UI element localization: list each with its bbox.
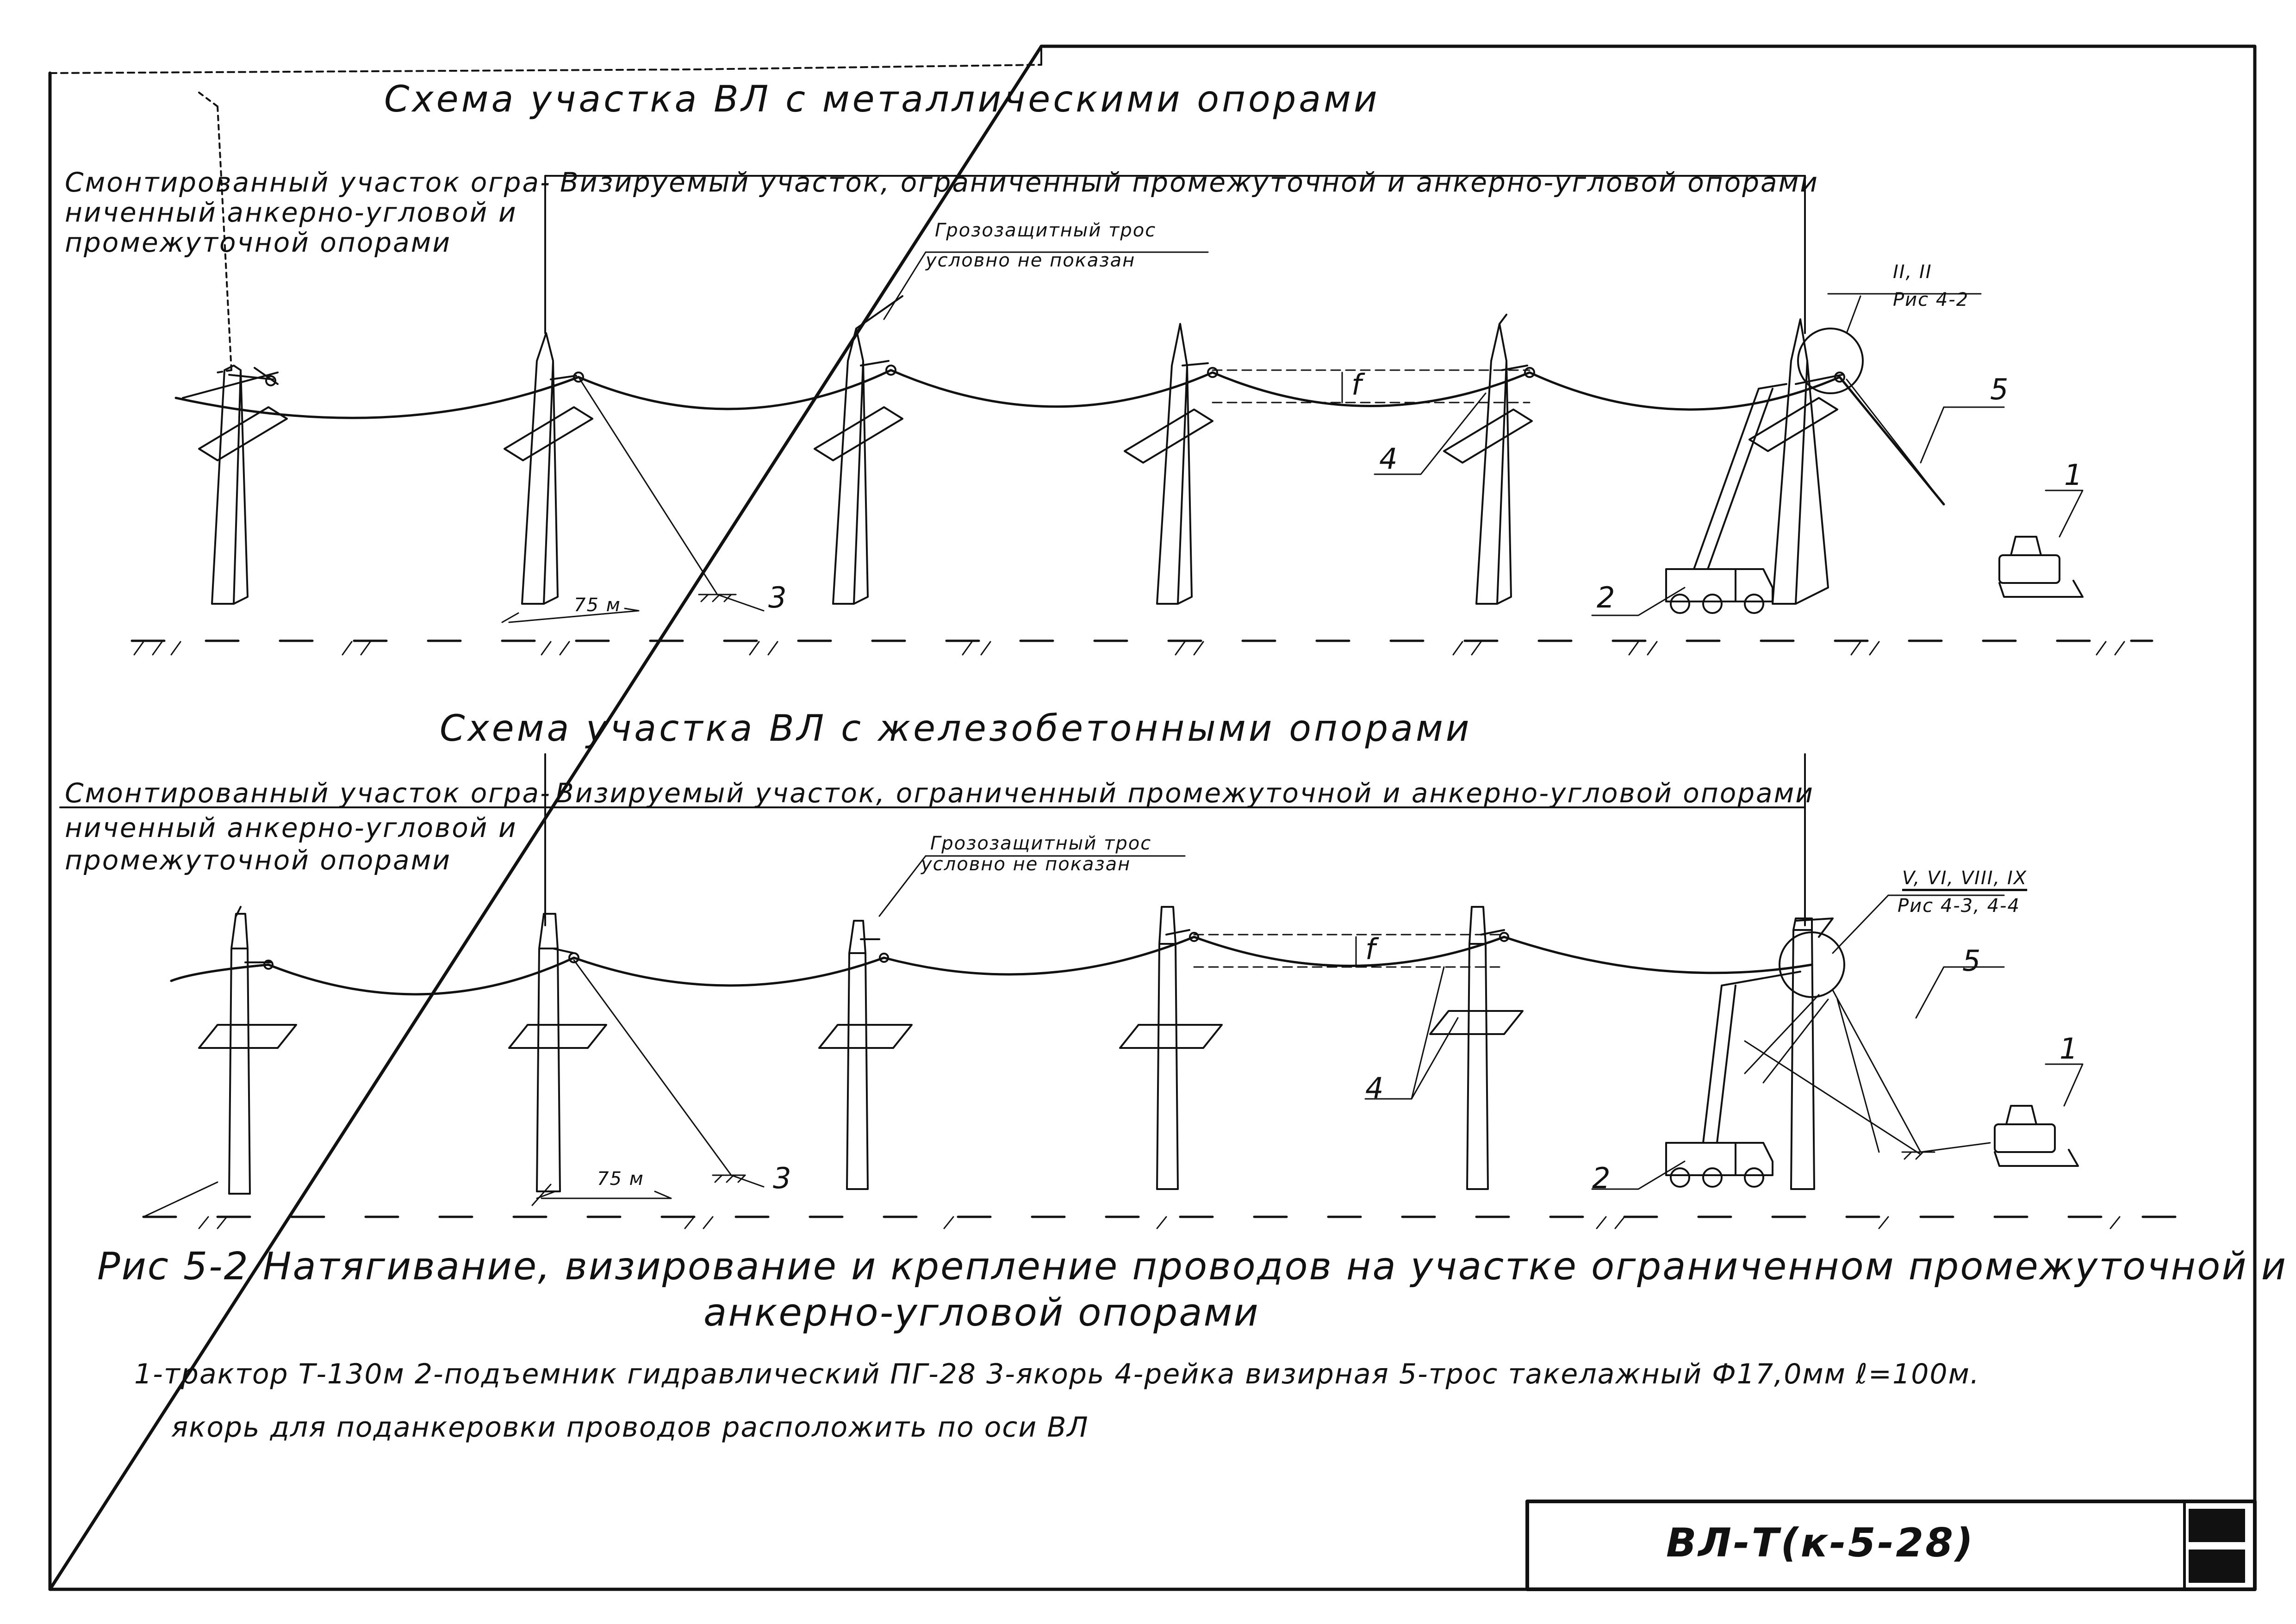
bottom-title: Схема участка ВЛ с железобетонными опора… (440, 708, 1472, 750)
top-left-region-line-2: ниченный анкерно-угловой и (65, 197, 517, 228)
span-dimension (501, 607, 640, 623)
detail-circle (1797, 328, 1864, 394)
anchor-symbol (712, 1174, 746, 1183)
legend-line-1: 1-трактор Т-130м 2-подъемник гидравличес… (134, 1358, 1980, 1390)
drawing-code: ВЛ-Т(к-5-28) (1666, 1520, 1975, 1566)
steel-tower (521, 332, 559, 605)
title-block (1525, 1500, 2257, 1591)
crane-truck (1665, 383, 1787, 614)
span-dimension (536, 1190, 672, 1199)
bottom-left-region-line-2: ниченный анкерно-угловой и (65, 812, 517, 843)
concrete-pole (536, 913, 561, 1192)
top-right-region: Визируемый участок, ограниченный промежу… (560, 167, 1819, 198)
bottom-wire-note-line-1: Грозозащитный трос (930, 833, 1152, 854)
crane-truck (1665, 971, 1801, 1188)
top-sag-label: f (1351, 368, 1362, 402)
bottom-left-region-line-1: Смонтированный участок огра- (65, 777, 551, 809)
bottom-label-3: 3 (773, 1161, 791, 1195)
bottom-detail-ref-1: V, VI, VIII, IX (1902, 868, 2028, 889)
top-wire-note-line-1: Грозозащитный трос (935, 220, 1157, 241)
top-panel (131, 92, 2153, 656)
top-region-boundary (544, 175, 1806, 334)
bottom-label-2: 2 (1592, 1161, 1611, 1195)
top-title: Схема участка ВЛ с металлическими опорам… (384, 79, 1380, 120)
steel-tower (832, 328, 869, 605)
bottom-sag-label: f (1365, 932, 1375, 966)
figure-caption-line-1: Рис 5-2 Натягивание, визирование и крепл… (97, 1245, 2287, 1289)
sag-line (1212, 369, 1531, 403)
detail-circle (1779, 931, 1845, 998)
sag-line (1193, 934, 1505, 968)
bottom-region-boundary (59, 753, 1806, 926)
concrete-pole (228, 913, 251, 1195)
bottom-detail-ref-2: Рис 4-3, 4-4 (1898, 895, 2020, 917)
top-conductor (174, 369, 1945, 506)
top-ground-hatch (133, 641, 2125, 656)
legend-line-2: якорь для поданкеровки проводов располож… (171, 1411, 1089, 1444)
bottom-leaders (878, 855, 2084, 1190)
tractor (1998, 536, 2084, 598)
bottom-label-4: 4 (1365, 1071, 1384, 1105)
steel-tower (1772, 318, 1829, 605)
top-left-region-line-1: Смонтированный участок огра- (65, 167, 551, 198)
top-left-region-line-3: промежуточной опорами (65, 227, 452, 258)
rigging-cable (1846, 378, 1945, 505)
bottom-right-region: Визируемый участок, ограниченный промежу… (555, 777, 1814, 809)
rigging-lines (1744, 989, 1991, 1160)
steel-tower (1475, 323, 1512, 605)
bottom-label-1: 1 (2060, 1032, 2078, 1066)
top-span-label: 75 м (574, 595, 621, 616)
guy-wire (578, 376, 718, 595)
guy-wire (573, 959, 732, 1176)
tractor (1994, 1105, 2079, 1167)
anchor-symbol (698, 594, 737, 602)
steel-tower (211, 365, 249, 605)
bottom-wire-note-line-2: условно не показан (921, 854, 1131, 875)
bottom-poles (198, 906, 1845, 1195)
top-towers (182, 92, 1864, 605)
steel-tower (1156, 323, 1193, 605)
figure-caption-line-2: анкерно-угловой опорами (703, 1291, 1260, 1335)
bottom-ground-hatch (198, 1216, 2121, 1229)
top-label-2: 2 (1597, 581, 1615, 614)
top-label-5: 5 (1990, 372, 2009, 406)
concrete-pole (846, 920, 869, 1190)
concrete-pole (1790, 917, 1815, 1190)
bottom-left-region-line-3: промежуточной опорами (65, 844, 452, 876)
bottom-label-5: 5 (1962, 944, 1981, 978)
top-label-1: 1 (2064, 458, 2083, 492)
top-detail-ref-1: II, II (1893, 261, 1932, 283)
bottom-span-label: 75 м (597, 1168, 644, 1190)
top-label-4: 4 (1379, 442, 1398, 476)
top-leaders (883, 251, 2084, 616)
bottom-panel (59, 753, 2177, 1229)
top-label-3: 3 (768, 581, 787, 614)
top-wire-note-line-2: условно не показан (926, 250, 1136, 271)
bottom-conductor (170, 936, 1813, 996)
top-detail-ref-2: Рис 4-2 (1893, 289, 1969, 310)
